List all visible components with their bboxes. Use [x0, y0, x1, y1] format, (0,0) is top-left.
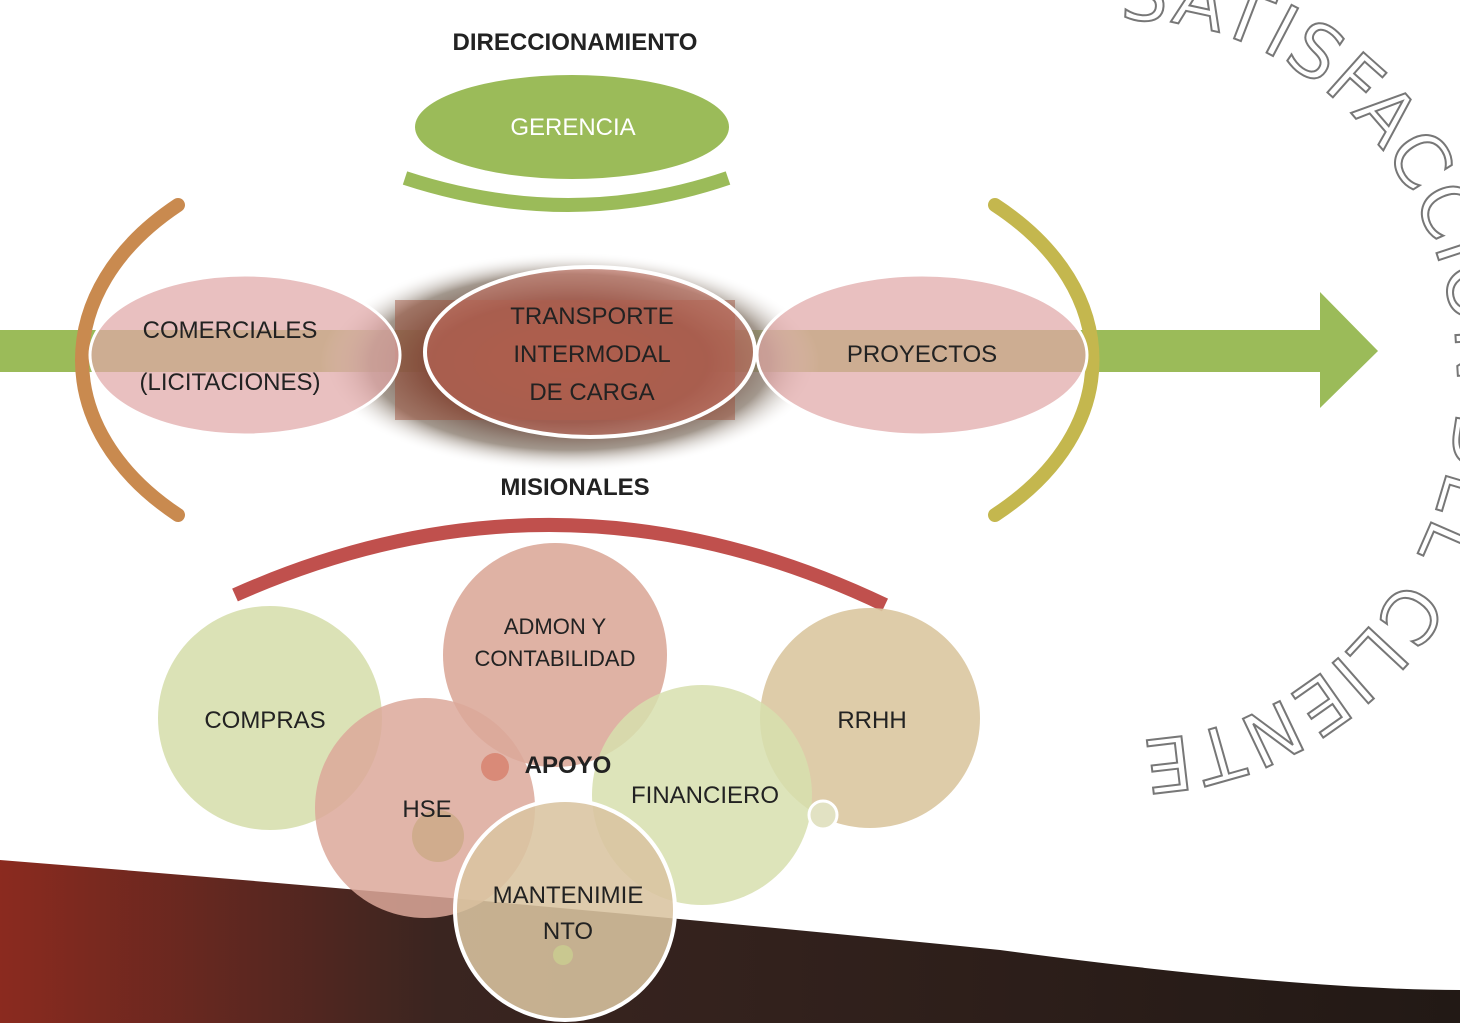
client-satisfaction-arc-text: SATISFACCIÓN DEL CLIENTE: [1119, 0, 1460, 809]
proyectos-label: PROYECTOS: [847, 341, 997, 368]
mantenimiento-circle: [453, 798, 677, 1022]
left-bracket: [75, 198, 185, 522]
gerencia-label: GERENCIA: [510, 114, 635, 141]
decor-dot: [553, 945, 573, 965]
rrhh-circle: [760, 608, 980, 828]
transporte-label-line1: TRANSPORTE: [510, 303, 674, 330]
rrhh-label: RRHH: [837, 707, 906, 734]
comerciales-label: COMERCIALES: [143, 317, 318, 344]
comerciales-oval: [88, 273, 402, 437]
licitaciones-label: (LICITACIONES): [140, 369, 321, 396]
financiero-label: FINANCIERO: [631, 782, 779, 809]
gerencia-base-arc: [402, 171, 731, 212]
apoyo-header: APOYO: [525, 752, 612, 779]
decor-dot: [807, 799, 839, 831]
transporte-label-line3: DE CARGA: [529, 379, 654, 406]
mantenimiento-label-line1: MANTENIMIE: [493, 882, 644, 909]
compras-label: COMPRAS: [204, 707, 325, 734]
transporte-label-line2: INTERMODAL: [513, 341, 670, 368]
apoyo-top-arc: [232, 517, 889, 612]
gerencia-oval: [415, 75, 729, 179]
hse-label: HSE: [402, 796, 451, 823]
direccionamiento-header: DIRECCIONAMIENTO: [453, 29, 698, 56]
admon-label-line1: ADMON Y: [504, 614, 607, 639]
decor-dot: [481, 753, 509, 781]
decor-dot: [412, 810, 464, 862]
transporte-oval: [423, 265, 757, 439]
misionales-header: MISIONALES: [500, 474, 649, 501]
footer-band: [0, 860, 1460, 1023]
right-bracket: [988, 198, 1100, 522]
proyectos-oval: [755, 273, 1089, 437]
admon-circle: [443, 543, 667, 767]
mantenimiento-label-line2: NTO: [543, 918, 593, 945]
admon-label-line2: CONTABILIDAD: [475, 646, 636, 671]
